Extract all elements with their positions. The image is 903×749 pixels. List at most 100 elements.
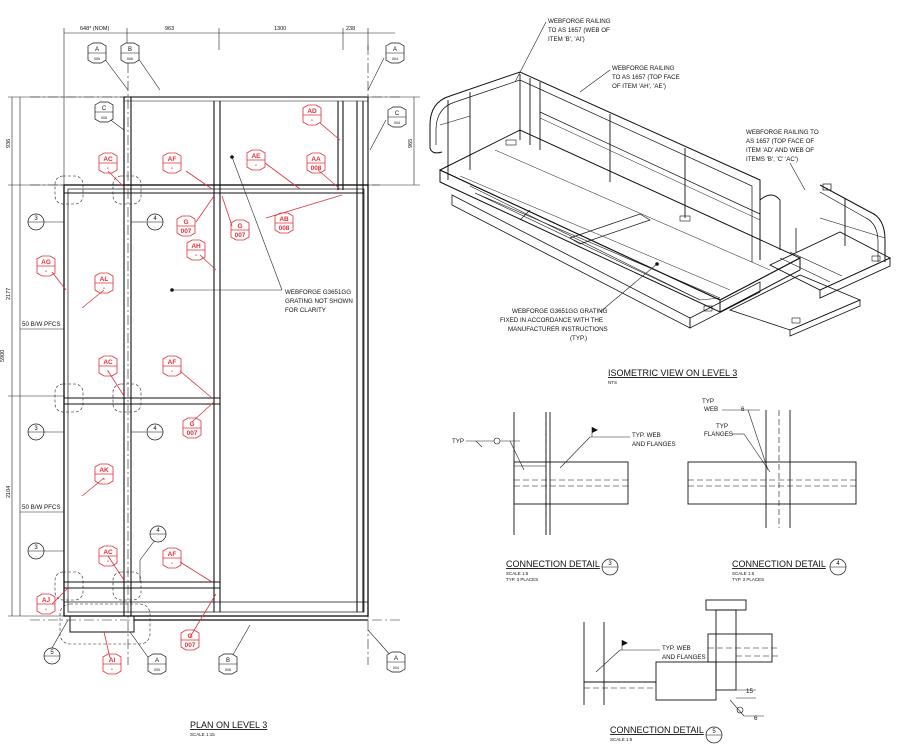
detail-tag: 4- xyxy=(146,213,164,231)
svg-text:AC: AC xyxy=(103,549,113,556)
grating-note-2: GRATING NOT SHOWN xyxy=(285,298,353,305)
svg-text:AL: AL xyxy=(100,276,109,283)
dim-top-1: 648* (NOM) xyxy=(80,26,110,32)
iso-note4-line2: FIXED IN ACCORDANCE WITH THE xyxy=(500,317,603,324)
grating-note-1: WEBFORGE G3651GG xyxy=(285,289,351,296)
svg-text:-: - xyxy=(111,666,113,673)
svg-text:A: A xyxy=(394,656,398,662)
detail-tag: 3 xyxy=(601,558,619,576)
detail-tag: 4 xyxy=(829,558,847,576)
svg-text:-: - xyxy=(107,558,109,565)
svg-text:5: 5 xyxy=(712,729,716,735)
svg-text:-: - xyxy=(107,165,109,172)
svg-text:004: 004 xyxy=(392,57,398,61)
svg-text:-: - xyxy=(35,434,37,439)
svg-text:AF: AF xyxy=(168,156,177,163)
svg-text:B: B xyxy=(128,47,132,53)
red-tag: AK- xyxy=(94,463,114,485)
svg-text:-: - xyxy=(171,368,173,375)
svg-text:AB: AB xyxy=(279,216,289,223)
dim-left-1: 936 xyxy=(6,139,12,148)
detail-tag: 5 xyxy=(705,726,723,744)
svg-text:5: 5 xyxy=(50,650,54,656)
red-tag: AC - xyxy=(98,152,118,174)
svg-text:C: C xyxy=(395,111,400,117)
iso-note3-line3: ITEM 'AD' AND WEB OF xyxy=(746,147,814,154)
svg-text:AF: AF xyxy=(168,551,177,558)
red-tag: AF - xyxy=(162,547,182,569)
svg-text:4: 4 xyxy=(153,216,157,222)
detail-tag: 4- xyxy=(149,525,167,543)
pfc-label-2: 50 B/W PFCS xyxy=(22,504,61,511)
svg-text:3: 3 xyxy=(34,545,38,551)
dim-overall: 5900 xyxy=(0,350,6,362)
connection-detail-4: TYP WEB 6 TYP FLANGES CONNECTION DETAIL … xyxy=(687,398,857,582)
svg-text:4: 4 xyxy=(156,528,160,534)
iso-note1-line2: TO AS 1657 (WEB OF xyxy=(548,27,610,34)
svg-text:-: - xyxy=(45,268,47,275)
red-tag: G 007 xyxy=(230,219,250,241)
svg-text:AC: AC xyxy=(103,156,113,163)
iso-note2-line2: TO AS 1657 (TOP FACE xyxy=(612,74,680,81)
svg-text:3: 3 xyxy=(608,561,612,567)
svg-text:-: - xyxy=(154,224,156,229)
detail-tag: 5- xyxy=(43,647,61,665)
red-tag: AD- xyxy=(302,104,322,126)
iso-note4-line1: WEBFORGE G3651GG GRATING xyxy=(512,308,608,315)
red-tag: AJ- xyxy=(36,593,56,615)
svg-text:006: 006 xyxy=(127,57,133,61)
red-tag: AI - xyxy=(102,653,122,675)
dim-left-3: 2104 xyxy=(6,486,12,498)
svg-text:007: 007 xyxy=(235,232,246,239)
svg-text:AJ: AJ xyxy=(42,597,51,604)
svg-text:AD: AD xyxy=(307,108,317,115)
svg-text:3: 3 xyxy=(34,426,38,432)
red-tag: AC- xyxy=(98,355,118,377)
iso-title: ISOMETRIC VIEW ON LEVEL 3 xyxy=(608,368,737,378)
svg-text:AI: AI xyxy=(109,657,116,664)
svg-text:G: G xyxy=(183,219,188,226)
iso-note1-line3: ITEM 'B', 'AI') xyxy=(548,36,585,43)
svg-text:-: - xyxy=(171,560,173,567)
detail-tag: 4- xyxy=(146,423,164,441)
svg-text:-: - xyxy=(103,285,105,292)
d4-typ-web-2: WEB xyxy=(704,406,718,413)
iso-note3-line4: ITEMS 'B', 'C' 'AC') xyxy=(746,156,798,163)
svg-text:005: 005 xyxy=(101,116,107,120)
svg-text:AH: AH xyxy=(191,243,201,250)
svg-text:G: G xyxy=(237,223,242,230)
svg-text:-: - xyxy=(35,224,37,229)
d3-places: TYP. 3 PLACES xyxy=(506,577,538,582)
red-tag: AG- xyxy=(36,255,56,277)
red-tag: AF - xyxy=(162,355,182,377)
svg-text:A: A xyxy=(95,47,99,53)
svg-text:G: G xyxy=(187,633,192,640)
d4-typ-web-1: TYP xyxy=(702,398,714,405)
connection-detail-5: TYP. WEB AND FLANGES 15 6 CONNECTION DET… xyxy=(583,599,780,744)
svg-text:-: - xyxy=(195,252,197,259)
d5-note-1: TYP. WEB xyxy=(662,645,691,652)
svg-text:007: 007 xyxy=(181,228,192,235)
iso-note4-line3: MANUFACTURER INSTRUCTIONS xyxy=(508,326,608,333)
svg-text:007: 007 xyxy=(185,642,196,649)
svg-text:4: 4 xyxy=(153,426,157,432)
red-tag: AC - xyxy=(98,545,118,567)
svg-text:004: 004 xyxy=(394,121,400,125)
iso-note3-line1: WEBFORGE RAILING TO xyxy=(746,129,819,136)
svg-text:AC: AC xyxy=(103,359,113,366)
d4-places: TYP. 3 PLACES xyxy=(732,577,764,582)
red-tag: G 007 xyxy=(176,215,196,237)
iso-note2-line3: OF ITEM 'AH', 'AE') xyxy=(612,83,666,90)
svg-text:G: G xyxy=(189,421,194,428)
grating-note-3: FOR CLARITY xyxy=(285,307,326,314)
svg-text:AF: AF xyxy=(168,359,177,366)
detail-tag: 3- xyxy=(27,423,45,441)
detail-tag: 3- xyxy=(27,213,45,231)
svg-text:-: - xyxy=(103,476,105,483)
svg-text:B: B xyxy=(226,658,230,664)
plan-title: PLAN ON LEVEL 3 xyxy=(190,720,267,730)
